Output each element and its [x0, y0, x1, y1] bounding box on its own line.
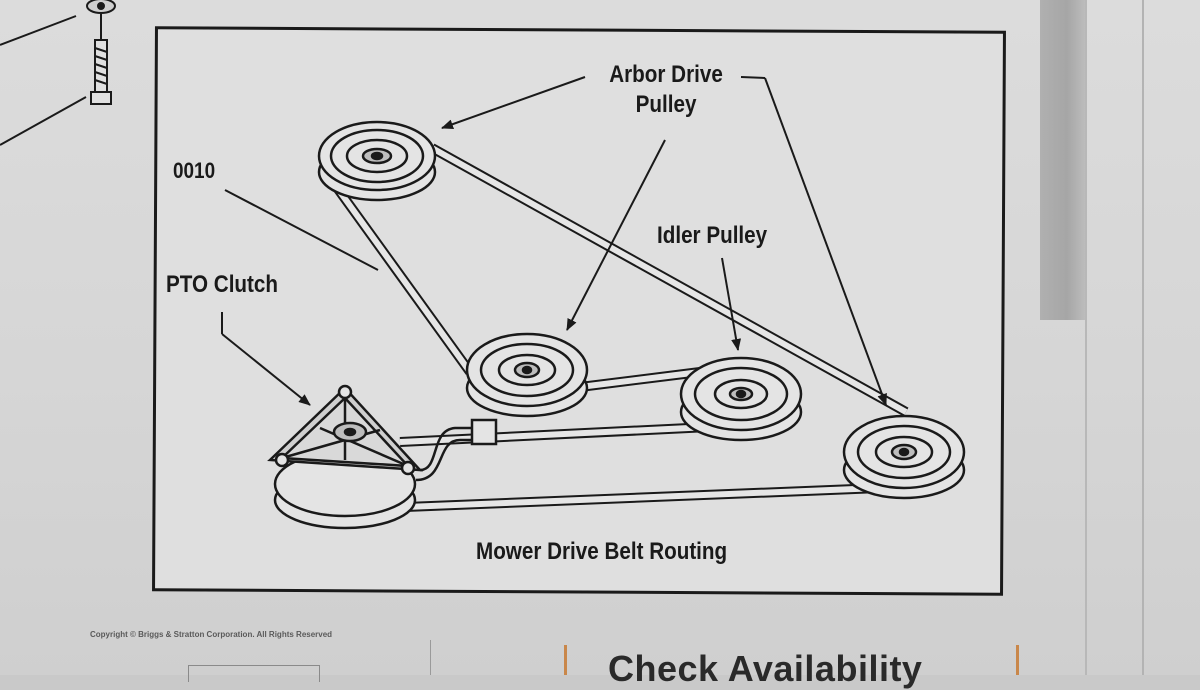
arbor-pulley-center	[465, 332, 589, 418]
page-edge-shadow	[1040, 0, 1085, 320]
arbor-pulley-lower-right	[842, 414, 966, 500]
label-pto-clutch: PTO Clutch	[166, 271, 279, 298]
page-edge-line	[1142, 0, 1144, 675]
bottom-box	[188, 665, 320, 682]
label-belt-code: 0010	[173, 158, 216, 183]
divider	[430, 640, 431, 675]
arbor-pulley-top-left	[317, 120, 437, 202]
drive-belt	[325, 143, 909, 515]
page-edge-line	[1085, 0, 1087, 675]
leader-arrows	[221, 76, 887, 406]
pto-clutch	[267, 384, 498, 530]
label-arbor-line2: Pulley	[635, 91, 697, 118]
label-arbor-line1: Arbor Drive	[609, 61, 723, 88]
diagram-caption: Mower Drive Belt Routing	[476, 538, 728, 565]
copyright-notice: Copyright © Briggs & Stratton Corporatio…	[90, 630, 333, 639]
idler-pulley	[679, 356, 803, 442]
label-idler-pulley: Idler Pulley	[657, 222, 768, 249]
belt-routing-diagram	[0, 0, 1006, 596]
callout-line	[0, 96, 87, 146]
accent-rule	[1016, 645, 1019, 675]
label-arbor-drive-pulley: Arbor Drive Pulley	[609, 60, 723, 120]
accent-rule	[564, 645, 567, 675]
bolt-icon	[86, 0, 116, 105]
check-availability-heading: Check Availability	[608, 648, 923, 689]
callout-line	[0, 15, 77, 46]
